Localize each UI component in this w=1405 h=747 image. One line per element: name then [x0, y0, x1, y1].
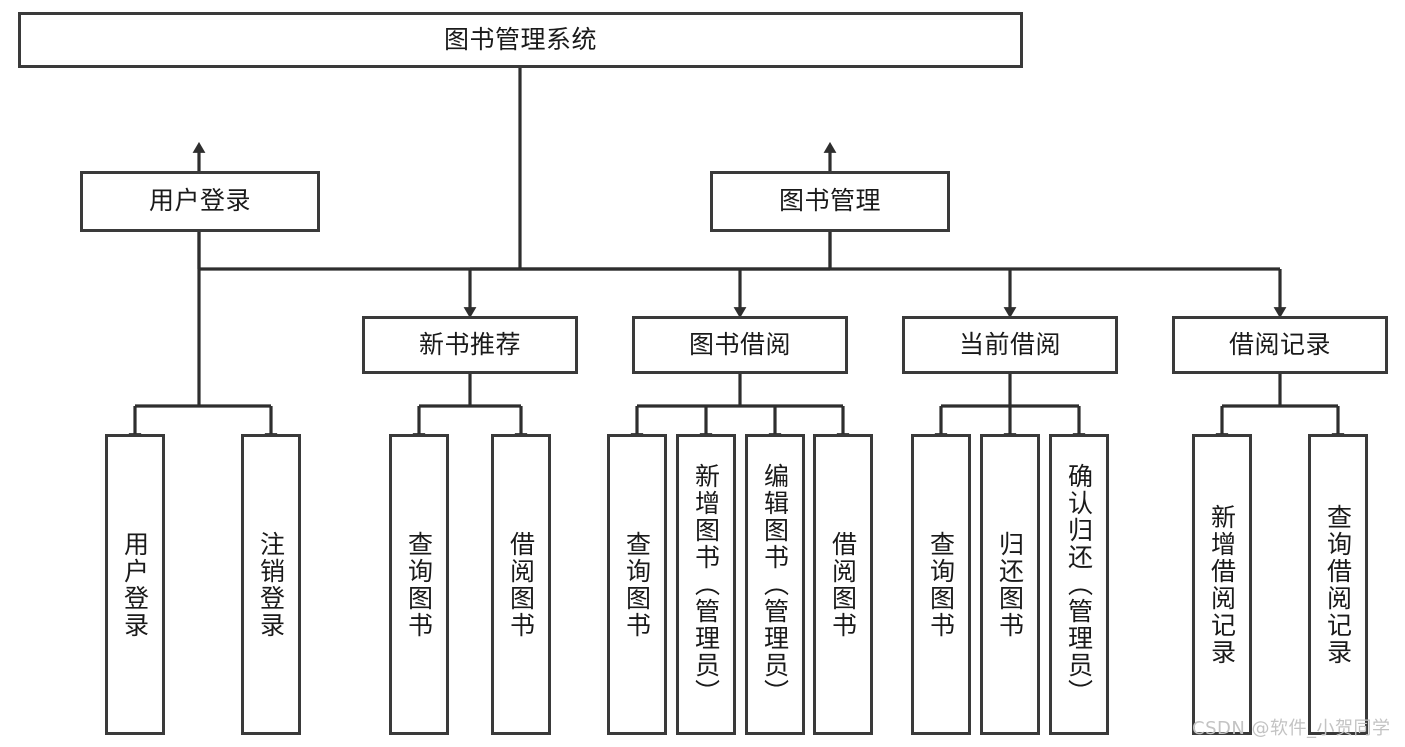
node-leaf-user-login-0[interactable]: 用户登录 — [105, 434, 165, 735]
node-leaf-book-borrow-0[interactable]: 查询图书 — [607, 434, 667, 735]
node-leaf-user-login-1-label: 注销登录 — [256, 530, 286, 639]
node-book-manage-label: 图书管理 — [778, 186, 881, 216]
node-book-borrow[interactable]: 图书借阅 — [632, 316, 848, 374]
node-leaf-borrow-record-1[interactable]: 查询借阅记录 — [1308, 434, 1368, 735]
node-leaf-current-borrow-1-label: 归还图书 — [995, 530, 1025, 639]
node-leaf-book-borrow-0-label: 查询图书 — [622, 530, 652, 639]
node-leaf-current-borrow-2-label: 确认归还（管理员） — [1064, 463, 1094, 706]
node-borrow-record-label: 借阅记录 — [1228, 329, 1331, 359]
node-leaf-borrow-record-0[interactable]: 新增借阅记录 — [1192, 434, 1252, 735]
node-leaf-current-borrow-0-label: 查询图书 — [926, 530, 956, 639]
node-leaf-book-borrow-2-label: 编辑图书（管理员） — [760, 463, 790, 706]
node-leaf-current-borrow-1[interactable]: 归还图书 — [980, 434, 1040, 735]
node-leaf-borrow-record-1-label: 查询借阅记录 — [1323, 503, 1353, 666]
node-leaf-book-borrow-3-label: 借阅图书 — [828, 530, 858, 639]
node-user-login[interactable]: 用户登录 — [80, 171, 320, 232]
node-leaf-current-borrow-0[interactable]: 查询图书 — [911, 434, 971, 735]
node-leaf-book-borrow-3[interactable]: 借阅图书 — [813, 434, 873, 735]
node-current-borrow-label: 当前借阅 — [958, 329, 1061, 359]
node-current-borrow[interactable]: 当前借阅 — [902, 316, 1118, 374]
node-leaf-book-borrow-2[interactable]: 编辑图书（管理员） — [745, 434, 805, 735]
node-book-manage[interactable]: 图书管理 — [710, 171, 950, 232]
node-root-system[interactable]: 图书管理系统 — [18, 12, 1023, 68]
node-leaf-new-book-0[interactable]: 查询图书 — [389, 434, 449, 735]
node-leaf-user-login-0-label: 用户登录 — [120, 530, 150, 639]
node-user-login-label: 用户登录 — [148, 186, 251, 216]
node-leaf-user-login-1[interactable]: 注销登录 — [241, 434, 301, 735]
node-borrow-record[interactable]: 借阅记录 — [1172, 316, 1388, 374]
node-leaf-borrow-record-0-label: 新增借阅记录 — [1207, 503, 1237, 666]
node-leaf-book-borrow-1-label: 新增图书（管理员） — [691, 463, 721, 706]
node-leaf-current-borrow-2[interactable]: 确认归还（管理员） — [1049, 434, 1109, 735]
node-leaf-new-book-1-label: 借阅图书 — [506, 530, 536, 639]
node-leaf-new-book-0-label: 查询图书 — [404, 530, 434, 639]
node-leaf-book-borrow-1[interactable]: 新增图书（管理员） — [676, 434, 736, 735]
node-book-borrow-label: 图书借阅 — [688, 329, 791, 359]
node-leaf-new-book-1[interactable]: 借阅图书 — [491, 434, 551, 735]
node-new-book-recommend-label: 新书推荐 — [418, 329, 521, 359]
node-new-book-recommend[interactable]: 新书推荐 — [362, 316, 578, 374]
node-root-system-label: 图书管理系统 — [443, 24, 597, 54]
